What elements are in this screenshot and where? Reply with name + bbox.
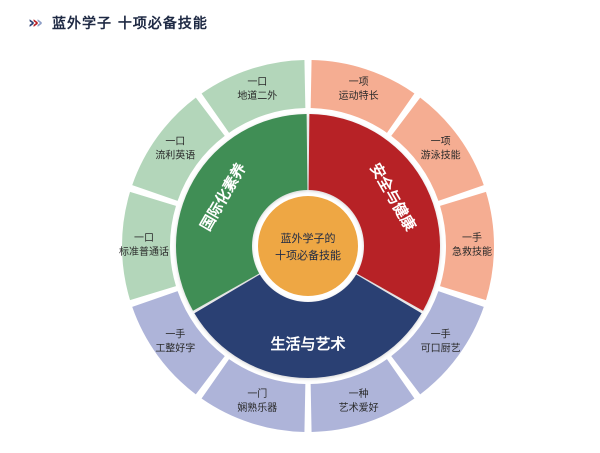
skill-name: 流利英语 — [155, 149, 195, 162]
skill-name: 娴熟乐器 — [237, 401, 277, 414]
skill-name: 地道二外 — [237, 89, 277, 102]
skill-segment — [391, 291, 484, 395]
skill-segment — [201, 359, 306, 432]
skill-segment — [310, 60, 415, 133]
skill-name: 标准普通话 — [119, 245, 169, 258]
skill-quantifier: 一口 — [165, 137, 185, 148]
center-line-1: 蓝外学子的 — [281, 231, 336, 245]
skill-quantifier: 一项 — [349, 76, 369, 88]
skill-segment — [391, 97, 484, 201]
category-segment — [194, 274, 422, 379]
skill-quantifier: 一口 — [134, 233, 154, 244]
skill-segment — [132, 291, 225, 395]
category-label: 生活与艺术 — [270, 335, 345, 353]
chevron-arrows-icon: ››› — [28, 12, 44, 33]
skill-quantifier: 一口 — [247, 77, 267, 88]
center-circle — [258, 196, 358, 296]
skill-quantifier: 一项 — [431, 136, 451, 148]
skill-quantifier: 一手 — [431, 327, 451, 340]
skill-name: 可口厨艺 — [421, 342, 461, 354]
skill-segment — [121, 191, 176, 301]
skill-name: 艺术爱好 — [339, 401, 379, 414]
center-line-2: 十项必备技能 — [275, 248, 341, 262]
page-title: 蓝外学子 十项必备技能 — [52, 16, 208, 32]
skill-quantifier: 一种 — [349, 387, 369, 400]
category-segment — [308, 114, 440, 311]
skill-segment — [132, 97, 225, 201]
skill-segment — [201, 60, 306, 133]
skill-quantifier: 一手 — [462, 231, 482, 244]
skill-name: 急救技能 — [452, 245, 492, 258]
category-segment — [176, 114, 308, 311]
skill-segment — [440, 191, 494, 301]
skill-name: 工整好字 — [155, 341, 195, 354]
skill-quantifier: 一门 — [247, 387, 267, 400]
inner-categories-ring: 国际化素养安全与健康生活与艺术 — [176, 114, 440, 379]
skill-name: 运动特长 — [339, 90, 379, 102]
outer-skills-ring: 一项运动特长一项游泳技能一手急救技能一手可口厨艺一种艺术爱好一门娴熟乐器一手工整… — [119, 60, 494, 432]
skill-quantifier: 一手 — [165, 327, 185, 340]
skill-name: 游泳技能 — [421, 149, 461, 162]
header: ››› 蓝外学子 十项必备技能 — [28, 10, 208, 36]
skill-segment — [310, 359, 415, 432]
